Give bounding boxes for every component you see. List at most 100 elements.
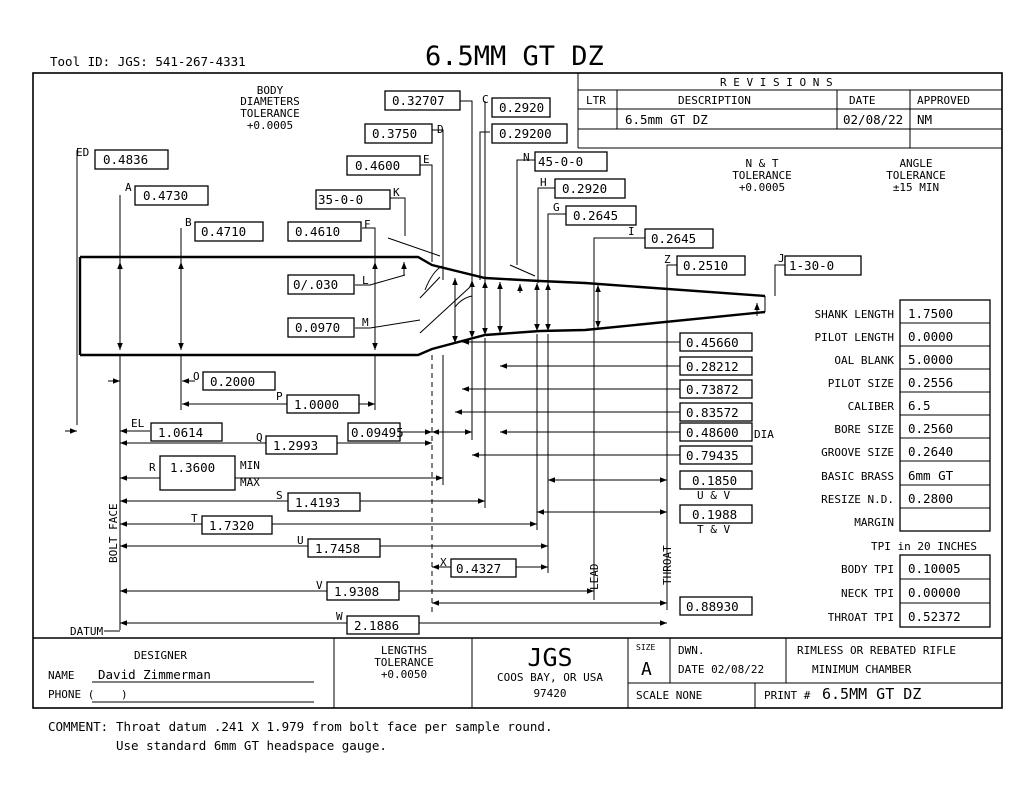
company-city: COOS BAY, OR USA xyxy=(497,671,603,684)
svg-text:RESIZE N.D.: RESIZE N.D. xyxy=(821,493,894,506)
svg-text:DIAMETERS: DIAMETERS xyxy=(240,95,300,108)
label-l: L xyxy=(362,274,369,287)
dim-4836: 0.4836 xyxy=(103,152,148,167)
lead-label: LEAD xyxy=(588,564,601,591)
dim-35-0-0: 35-0-0 xyxy=(318,192,363,207)
svg-text:+0.0005: +0.0005 xyxy=(739,181,785,194)
res-83572: 0.83572 xyxy=(686,405,739,420)
res-1850: 0.1850 xyxy=(692,473,737,488)
dim-0-030: 0/.030 xyxy=(293,277,338,292)
label-u: U xyxy=(297,534,304,547)
dim-1-30-0: 1-30-0 xyxy=(789,258,834,273)
svg-text:MARGIN: MARGIN xyxy=(854,516,894,529)
print-label: PRINT # xyxy=(764,689,811,702)
drawing-desc-1: RIMLESS OR REBATED RIFLE xyxy=(797,644,956,657)
dim-1-4193: 1.4193 xyxy=(295,495,340,510)
spec-caliber: 6.5 xyxy=(908,398,931,413)
designer-name: David Zimmerman xyxy=(98,667,211,682)
spec-pilot-size: 0.2556 xyxy=(908,375,953,390)
throat-label: THROAT xyxy=(661,545,674,585)
dim-4600: 0.4600 xyxy=(355,158,400,173)
svg-text:OAL BLANK: OAL BLANK xyxy=(834,354,894,367)
bolt-face-label: BOLT FACE xyxy=(107,503,120,563)
length-dimension-boxes: O 0.2000 P 1.0000 EL 1.0614 Q 1.2993 0.0… xyxy=(70,370,674,638)
dwn-label: DWN. xyxy=(678,644,705,657)
res-73872: 0.73872 xyxy=(686,382,739,397)
dim-1-0614: 1.0614 xyxy=(158,425,203,440)
label-x: X xyxy=(440,556,447,569)
svg-text:TOLERANCE: TOLERANCE xyxy=(732,169,792,182)
horizontal-dimensions xyxy=(65,334,680,632)
label-v: V xyxy=(316,579,323,592)
tpi-heading: TPI in 20 INCHES xyxy=(871,540,977,553)
scale-label: SCALE NONE xyxy=(636,689,702,702)
label-min: MIN xyxy=(240,459,260,472)
dim-32707: 0.32707 xyxy=(392,93,445,108)
lengths-tol-3: +0.0050 xyxy=(381,668,427,681)
tpi-neck: 0.00000 xyxy=(908,585,961,600)
tpi-throat: 0.52372 xyxy=(908,609,961,624)
lengths-tol-2: TOLERANCE xyxy=(374,656,434,669)
dim-4730: 0.4730 xyxy=(143,188,188,203)
title-block: DESIGNER NAME David Zimmerman PHONE ( ) … xyxy=(48,638,1002,708)
label-r: R xyxy=(149,461,156,474)
size-label: SIZE xyxy=(636,643,655,652)
lengths-tol-1: LENGTHS xyxy=(381,644,427,657)
spec-resize-nd: 0.2800 xyxy=(908,491,953,506)
label-t: T xyxy=(191,512,198,525)
uv-label: U & V xyxy=(697,489,730,502)
name-label: NAME xyxy=(48,669,75,682)
dim-2920-c: 0.2920 xyxy=(499,100,544,115)
svg-text:BORE SIZE: BORE SIZE xyxy=(834,423,894,436)
dim-0970: 0.0970 xyxy=(295,320,340,335)
label-g: G xyxy=(553,201,560,214)
dim-1-2993: 1.2993 xyxy=(273,438,318,453)
drawing-frame xyxy=(32,72,1003,709)
rev-row-approved: NM xyxy=(917,112,932,127)
dim-4710: 0.4710 xyxy=(201,224,246,239)
revisions-table: R E V I S I O N S LTR DESCRIPTION DATE A… xyxy=(577,73,1002,149)
tool-id: Tool ID: JGS: 541-267-4331 xyxy=(50,54,246,69)
svg-text:TOLERANCE: TOLERANCE xyxy=(886,169,946,182)
tv-label: T & V xyxy=(697,523,730,536)
svg-text:ANGLE: ANGLE xyxy=(899,157,932,170)
designer-label: DESIGNER xyxy=(134,649,187,662)
dim-4327: 0.4327 xyxy=(456,561,501,576)
dia-label: DIA xyxy=(754,428,774,441)
svg-text:+0.0005: +0.0005 xyxy=(247,119,293,132)
svg-text:TOLERANCE: TOLERANCE xyxy=(240,107,300,120)
spec-bore-size: 0.2560 xyxy=(908,421,953,436)
label-c: C xyxy=(482,93,489,106)
label-h: H xyxy=(540,176,547,189)
label-o: O xyxy=(193,370,200,383)
rev-col-ltr: LTR xyxy=(586,94,606,107)
label-j: J xyxy=(778,252,785,265)
comment-line-2: Use standard 6mm GT headspace gauge. xyxy=(116,738,387,753)
spec-oal-blank: 5.0000 xyxy=(908,352,953,367)
res-48600: 0.48600 xyxy=(686,425,739,440)
datum-label: DATUM xyxy=(70,625,103,638)
rev-row-date: 02/08/22 xyxy=(843,112,903,127)
body-tolerance-note: BODY DIAMETERS TOLERANCE +0.0005 xyxy=(240,84,300,132)
comment-line-1: Throat datum .241 X 1.979 from bolt face… xyxy=(116,719,553,734)
label-e: E xyxy=(423,153,430,166)
comment-label: COMMENT: xyxy=(48,719,108,734)
res-79435: 0.79435 xyxy=(686,448,739,463)
label-k: K xyxy=(393,186,400,199)
tpi-body: 0.10005 xyxy=(908,561,961,576)
spec-shank-length: 1.7500 xyxy=(908,306,953,321)
label-ed: ED xyxy=(76,146,89,159)
dim-2510: 0.2510 xyxy=(683,258,728,273)
svg-text:PILOT LENGTH: PILOT LENGTH xyxy=(815,331,894,344)
rev-row-description: 6.5mm GT DZ xyxy=(625,112,708,127)
svg-text:SHANK LENGTH: SHANK LENGTH xyxy=(815,308,894,321)
label-el: EL xyxy=(131,417,145,430)
revisions-title: R E V I S I O N S xyxy=(720,76,833,89)
svg-text:GROOVE SIZE: GROOVE SIZE xyxy=(821,446,894,459)
rev-col-date: DATE xyxy=(849,94,876,107)
label-m: M xyxy=(362,316,369,329)
svg-text:N & T: N & T xyxy=(745,157,778,170)
dim-3750: 0.3750 xyxy=(372,126,417,141)
res-1988: 0.1988 xyxy=(692,507,737,522)
svg-text:PILOT SIZE: PILOT SIZE xyxy=(828,377,894,390)
